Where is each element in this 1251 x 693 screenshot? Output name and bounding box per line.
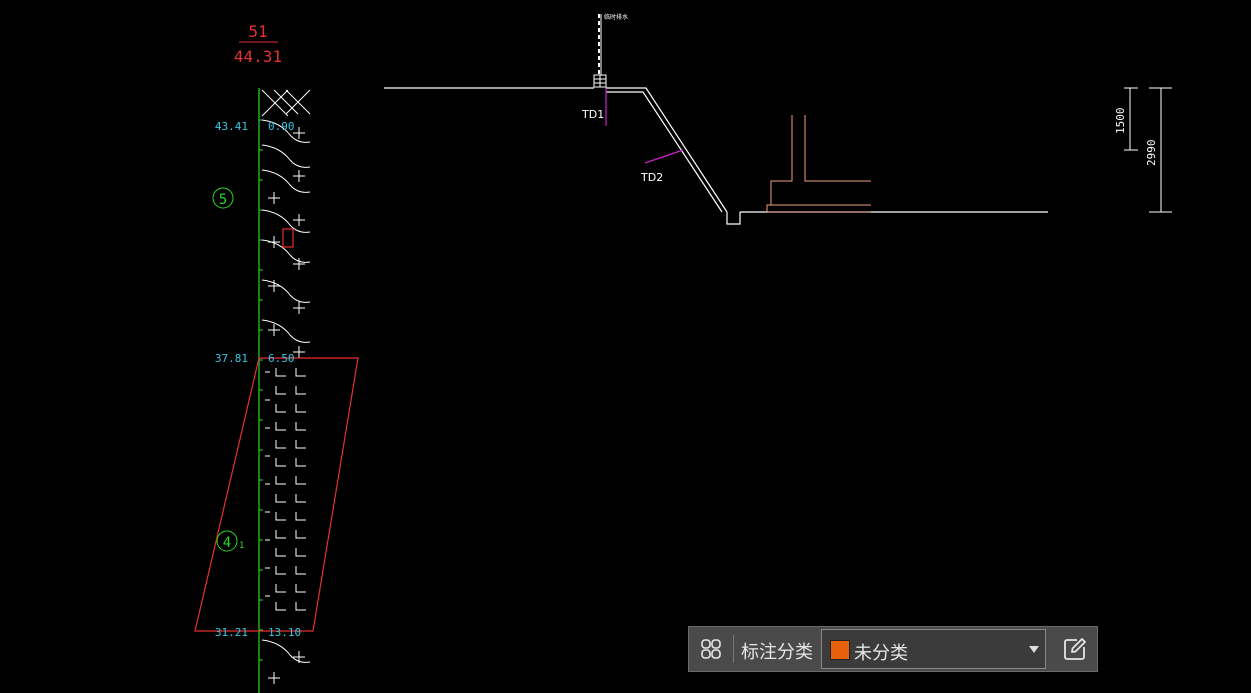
cross-section-profile <box>384 87 1048 225</box>
dimension-2990: 2990 <box>1145 140 1158 167</box>
depth-labels: 43.41 0.90 37.81 6.50 31.21 13.10 <box>215 120 301 639</box>
rock-layer-hatch <box>261 368 311 684</box>
weathered-layer-hatch <box>261 119 311 358</box>
layer-marker-4-1: 4 1 <box>216 530 244 552</box>
borehole-header: 51 44.31 <box>234 22 282 66</box>
drainage-label: 临时排水 <box>604 13 628 21</box>
category-selected-value: 未分类 <box>854 643 908 664</box>
top-elevation-label: 51 <box>248 22 267 41</box>
toolbar-divider <box>733 635 734 663</box>
edit-icon <box>1064 638 1086 660</box>
layer-marker-5: 5 <box>212 187 234 209</box>
elevation-label-1: 43.41 <box>215 120 248 133</box>
drainage-marker: 临时排水 <box>593 13 628 88</box>
svg-text:4: 4 <box>223 535 231 551</box>
annotation-category-label: 标注分类 <box>741 642 813 663</box>
svg-text:5: 5 <box>219 192 227 208</box>
sample-marker <box>282 228 294 248</box>
edit-category-button[interactable] <box>1059 633 1091 665</box>
depth-label-1: 0.90 <box>268 120 295 133</box>
apps-grid-button[interactable] <box>695 633 727 665</box>
elevation-label-2: 37.81 <box>215 352 248 365</box>
borehole-ticks <box>259 119 263 661</box>
layer-highlight-outline <box>194 357 359 632</box>
retaining-structure <box>766 115 871 213</box>
td2-leader <box>644 149 684 164</box>
depth-label-3: 13.10 <box>268 626 301 639</box>
td2-label: TD2 <box>640 171 663 184</box>
apps-grid-icon <box>701 639 721 659</box>
td1-label: TD1 <box>581 108 604 121</box>
depth-label-2: 6.50 <box>268 352 295 365</box>
svg-text:1: 1 <box>239 541 244 551</box>
dimension-lines <box>1124 87 1172 213</box>
annotation-category-dropdown[interactable]: 未分类 <box>821 629 1046 669</box>
elevation-label-3: 31.21 <box>215 626 248 639</box>
annotation-toolbar: 标注分类 未分类 <box>688 626 1098 672</box>
fill-layer-hatch <box>261 89 311 117</box>
chevron-down-icon <box>1029 646 1039 653</box>
bottom-elevation-label: 44.31 <box>234 47 282 66</box>
category-color-swatch <box>830 640 850 660</box>
dimension-1500: 1500 <box>1114 108 1127 135</box>
